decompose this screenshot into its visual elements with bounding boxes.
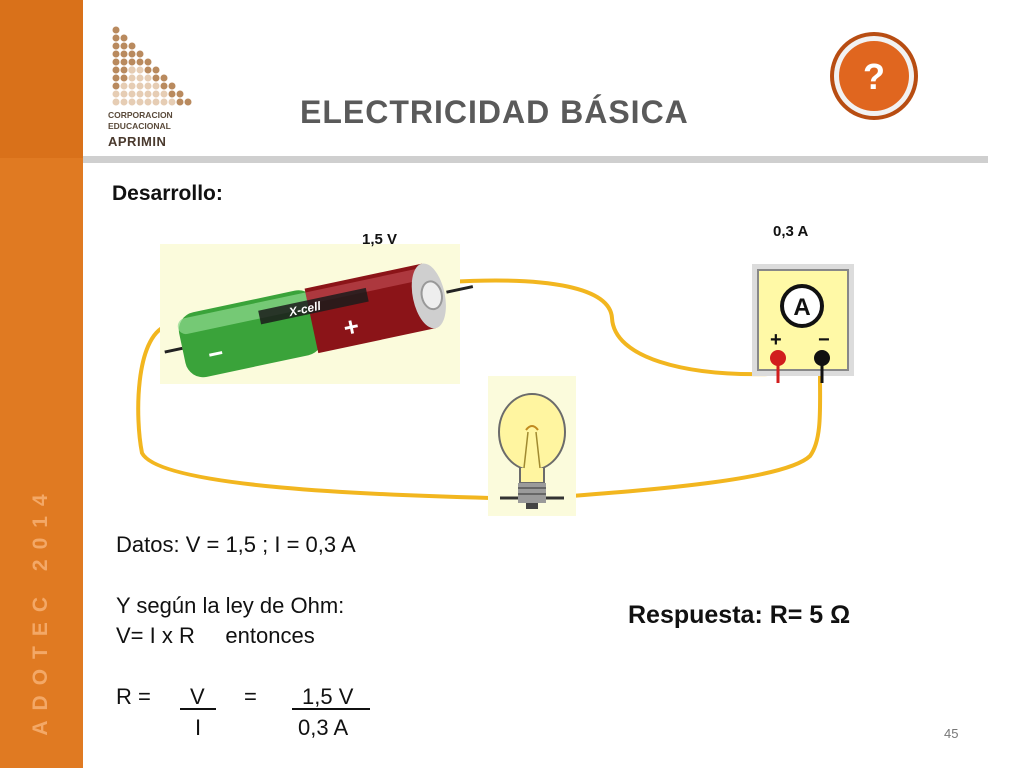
svg-text:−: −: [818, 329, 830, 351]
formula-i: I: [195, 715, 202, 740]
answer-text: Respuesta: R= 5 Ω: [628, 601, 851, 629]
header-divider: [83, 156, 988, 163]
wire-bulb-ammeter: [557, 375, 823, 499]
data-line: Datos: V = 1,5 ; I = 0,3 A: [116, 532, 356, 557]
logo-brand: APRIMIN: [108, 134, 167, 149]
svg-text:+: +: [770, 329, 782, 351]
formula-denominator: 0,3 A: [298, 715, 349, 740]
help-button[interactable]: ?: [826, 30, 922, 122]
wire-battery-bulb: [136, 324, 491, 500]
light-bulb-icon: [488, 376, 576, 516]
logo-dots-icon: [112, 26, 192, 106]
fraction-bar-right: [292, 708, 370, 710]
battery-plus-sign: +: [341, 310, 362, 343]
formula-v: V: [190, 684, 205, 709]
sidebar-vertical-text: ADOTEC 2014: [29, 484, 52, 736]
page-title: ELECTRICIDAD BÁSICA: [300, 94, 689, 130]
wire-battery-ammeter: [447, 278, 769, 377]
logo-line-2: EDUCACIONAL: [108, 121, 171, 131]
ammeter-symbol: A: [793, 294, 810, 321]
side-bar-top: [0, 0, 83, 158]
battery-brand-text: X-cell: [287, 299, 323, 320]
ammeter-reading: 0,3 A: [773, 223, 809, 240]
formula-equals: =: [244, 684, 257, 709]
ammeter-icon: A + −: [752, 264, 854, 383]
ohm-law-line-1: Y según la ley de Ohm:: [116, 593, 345, 618]
ohm-law-line-2: V= I x R entonces: [116, 623, 315, 648]
formula-numerator: 1,5 V: [302, 684, 354, 709]
battery-icon: X-cell + −: [160, 244, 474, 384]
logo-line-1: CORPORACION: [108, 110, 173, 120]
side-bar: ADOTEC 2014: [0, 0, 83, 768]
fraction-bar-left: [180, 708, 216, 710]
formula-r: R =: [116, 684, 151, 709]
page-number: 45: [944, 726, 959, 741]
voltage-label: 1,5 V: [362, 231, 398, 248]
section-label: Desarrollo:: [112, 182, 223, 205]
battery-minus-sign: −: [205, 337, 226, 370]
circuit-diagram: X-cell + − A + −: [136, 244, 854, 516]
help-label: ?: [863, 56, 885, 97]
help-icon: ?: [830, 32, 918, 120]
aprimin-logo: CORPORACION EDUCACIONAL APRIMIN: [108, 24, 203, 150]
